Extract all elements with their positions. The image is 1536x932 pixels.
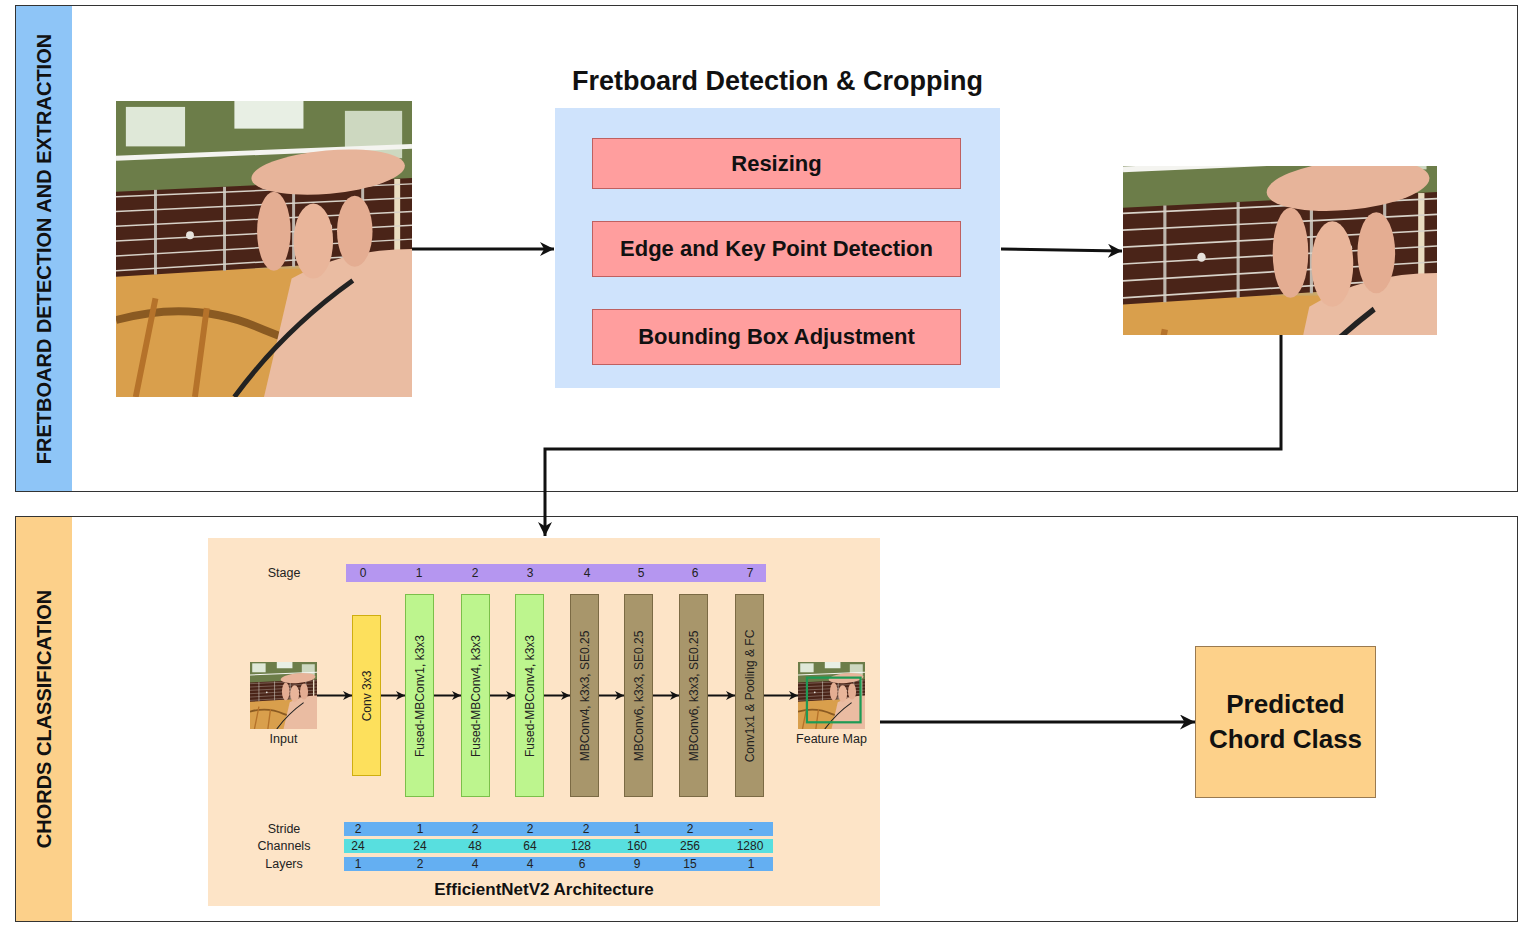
process-step: Edge and Key Point Detection	[592, 221, 961, 277]
table-cell: 0	[360, 567, 367, 579]
flow-arrow	[317, 695, 352, 697]
box-label: Bounding Box Adjustment	[638, 322, 915, 352]
box-label: Predicted Chord Class	[1206, 687, 1365, 757]
row-header: Channels	[258, 840, 311, 853]
flow-arrow	[545, 335, 1281, 536]
flow-arrow	[412, 248, 554, 251]
table-cell: 1	[748, 858, 755, 870]
flow-arrow	[599, 695, 624, 697]
table-cell: 7	[747, 567, 754, 579]
section-heading: CHORDS CLASSIFICATION	[32, 590, 56, 849]
layer-block: Fused-MBConv4, k3x3	[515, 594, 544, 797]
flow-arrow	[434, 695, 461, 697]
frame-heading: EfficientNetV2 Architecture	[208, 880, 880, 900]
table-cell: 2	[527, 823, 534, 835]
table-cell: 1	[417, 823, 424, 835]
table-cell: 5	[638, 567, 645, 579]
table-cell: 256	[680, 840, 700, 852]
section-heading: FRETBOARD DETECTION AND EXTRACTION	[32, 33, 56, 463]
output-box: Predicted Chord Class	[1195, 646, 1376, 798]
layer-block: Fused-MBConv4, k3x3	[461, 594, 490, 797]
table-cell: 1	[355, 858, 362, 870]
section-panel: FRETBOARD DETECTION AND EXTRACTION Fretbo…	[15, 5, 1518, 492]
flow-arrow	[708, 695, 735, 697]
flow-arrow	[490, 695, 515, 697]
feature-map-thumbnail	[798, 662, 865, 729]
layers-bar	[344, 857, 773, 871]
table-cell: 4	[527, 858, 534, 870]
table-cell: -	[749, 823, 753, 835]
channels-bar	[344, 839, 773, 853]
table-cell: 6	[579, 858, 586, 870]
flow-arrow	[544, 695, 570, 697]
table-cell: 1280	[737, 840, 764, 852]
table-cell: 2	[687, 823, 694, 835]
layer-label: MBConv6, k3x3, SE0.25	[631, 630, 645, 761]
layer-block: MBConv4, k3x3, SE0.25	[570, 594, 599, 797]
layer-block: Conv1x1 & Pooling & FC	[735, 594, 764, 797]
process-step: Resizing	[592, 138, 961, 189]
table-cell: 1	[416, 567, 423, 579]
image-caption: Feature Map	[768, 732, 895, 746]
box-label: Edge and Key Point Detection	[620, 234, 933, 264]
table-cell: 2	[583, 823, 590, 835]
table-cell: 2	[472, 823, 479, 835]
table-cell: 1	[634, 823, 641, 835]
layer-label: MBConv4, k3x3, SE0.25	[577, 630, 591, 761]
table-cell: 48	[468, 840, 481, 852]
row-header: Layers	[265, 858, 303, 871]
layer-block: MBConv6, k3x3, SE0.25	[679, 594, 708, 797]
row-header: Stage	[268, 567, 301, 580]
table-cell: 24	[351, 840, 364, 852]
flow-arrow	[764, 695, 798, 697]
layer-label: Conv1x1 & Pooling & FC	[742, 629, 756, 762]
layer-label: Fused-MBConv4, k3x3	[468, 634, 482, 756]
layer-block: MBConv6, k3x3, SE0.25	[624, 594, 653, 797]
stage-bar	[346, 564, 766, 582]
process-group: Fretboard Detection & CroppingResizingEd…	[555, 108, 1000, 388]
section-panel: CHORDS CLASSIFICATION EfficientNetV2 Arch…	[15, 516, 1518, 922]
group-heading: Fretboard Detection & Cropping	[475, 66, 1080, 97]
table-cell: 64	[523, 840, 536, 852]
layer-block: Fused-MBConv1, k3x3	[405, 594, 434, 797]
table-cell: 2	[355, 823, 362, 835]
cropped-photo	[1123, 104, 1437, 442]
process-step: Bounding Box Adjustment	[592, 309, 961, 365]
image-caption: Input	[220, 732, 347, 746]
table-cell: 2	[417, 858, 424, 870]
feature-map: Feature Map	[798, 662, 865, 729]
layer-label: Conv 3x3	[359, 670, 373, 721]
flow-arrow	[880, 721, 1195, 724]
layer-label: Fused-MBConv4, k3x3	[522, 634, 536, 756]
table-cell: 128	[571, 840, 591, 852]
layer-label: Fused-MBConv1, k3x3	[412, 634, 426, 756]
table-cell: 2	[472, 567, 479, 579]
box-label: Resizing	[731, 149, 821, 179]
layer-label: MBConv6, k3x3, SE0.25	[686, 630, 700, 761]
stride-bar	[344, 822, 773, 836]
table-cell: 15	[683, 858, 696, 870]
table-cell: 24	[413, 840, 426, 852]
table-cell: 4	[584, 567, 591, 579]
table-cell: 4	[472, 858, 479, 870]
flow-arrow	[653, 695, 679, 697]
row-header: Stride	[268, 823, 301, 836]
flow-arrow	[1001, 249, 1122, 251]
side-band: CHORDS CLASSIFICATION	[16, 517, 72, 921]
guitar-photo	[116, 101, 412, 397]
input-image: Input	[250, 662, 317, 729]
table-cell: 3	[527, 567, 534, 579]
layer-block: Conv 3x3	[352, 615, 381, 776]
table-cell: 6	[692, 567, 699, 579]
input-thumbnail	[250, 662, 317, 729]
side-band: FRETBOARD DETECTION AND EXTRACTION	[16, 6, 72, 491]
flow-arrow	[381, 695, 405, 697]
table-cell: 160	[627, 840, 647, 852]
table-cell: 9	[634, 858, 641, 870]
